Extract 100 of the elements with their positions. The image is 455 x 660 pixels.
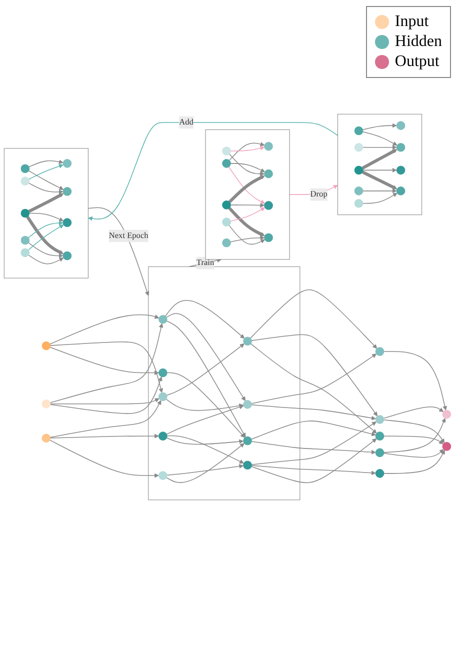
node-circle <box>158 314 168 324</box>
node-circle <box>354 198 364 208</box>
arrow <box>26 216 64 254</box>
arrow <box>28 224 64 250</box>
arrow <box>50 314 160 345</box>
arrow <box>362 131 398 146</box>
arrow <box>28 193 64 213</box>
legend-label: Hidden <box>394 33 442 51</box>
node-circle <box>42 341 51 350</box>
arrow <box>28 164 64 180</box>
arrow <box>251 420 376 440</box>
cluster <box>148 266 300 500</box>
arrow <box>166 398 244 411</box>
arrow <box>166 320 246 438</box>
arrow <box>250 343 377 434</box>
node-circle <box>20 208 30 218</box>
node-circle <box>20 248 30 258</box>
arrow <box>384 420 445 444</box>
node-circle <box>243 400 252 409</box>
node-circle <box>222 218 231 226</box>
node-circle <box>62 159 72 168</box>
node-circle <box>396 142 406 152</box>
arrow <box>251 354 377 404</box>
arrow <box>28 254 64 264</box>
node-circle <box>264 233 273 242</box>
node-circle <box>222 159 231 168</box>
arrow <box>28 182 64 194</box>
arrow <box>50 400 162 438</box>
edge-label: Drop <box>310 190 328 199</box>
arrow <box>251 441 376 454</box>
legend-label: Output <box>394 53 440 71</box>
arrow <box>166 343 244 396</box>
arrow <box>251 465 376 476</box>
node-circle <box>264 201 273 210</box>
node-circle <box>354 126 364 136</box>
legend-label: Input <box>394 13 429 31</box>
cluster <box>205 129 290 260</box>
arrow <box>50 434 159 438</box>
arrow <box>49 440 159 478</box>
arrow <box>28 220 64 238</box>
arrow <box>230 236 265 242</box>
arrow <box>28 242 64 258</box>
arrow <box>28 170 64 190</box>
node-circle <box>158 432 168 440</box>
arrow <box>228 166 266 204</box>
arrow <box>228 175 266 204</box>
arrow <box>165 300 245 339</box>
arrow <box>230 146 265 152</box>
node-circle <box>264 169 273 178</box>
arrow <box>362 188 397 194</box>
arrow <box>228 206 265 236</box>
node-circle <box>442 442 452 451</box>
node-circle <box>20 164 30 174</box>
node-circle <box>375 448 384 458</box>
node-circle <box>243 336 252 346</box>
arrow <box>362 148 398 170</box>
arrow <box>384 351 448 410</box>
edge-label: Add <box>179 118 194 127</box>
node-circle <box>375 432 384 440</box>
arrow <box>362 168 397 172</box>
arrow <box>230 207 266 222</box>
arrow <box>230 202 265 208</box>
node-circle <box>222 146 231 156</box>
arrow <box>166 372 245 438</box>
arrow <box>28 212 64 222</box>
node-circle <box>375 347 384 356</box>
arrow <box>166 464 244 476</box>
arrow <box>88 207 150 296</box>
arrow <box>251 422 376 466</box>
arrow <box>50 346 159 376</box>
arrow <box>362 145 397 150</box>
arrow <box>251 404 376 420</box>
arrow <box>228 142 265 161</box>
node-circle <box>62 218 72 227</box>
node-circle <box>396 121 406 130</box>
arrow <box>251 438 377 484</box>
node-circle <box>243 460 252 470</box>
arrow <box>384 450 445 474</box>
arrow <box>28 160 64 168</box>
arrow <box>384 436 444 444</box>
arrow <box>251 334 378 416</box>
node-circle <box>442 410 452 419</box>
arrow <box>166 404 244 435</box>
node-circle <box>396 166 406 175</box>
arrow <box>166 313 246 402</box>
node-circle <box>354 186 364 196</box>
node-circle <box>62 187 72 196</box>
node-circle <box>354 166 364 175</box>
node-circle <box>354 142 364 152</box>
arrow <box>50 398 160 404</box>
node-circle <box>222 200 231 210</box>
node-circle <box>158 392 168 402</box>
node-circle <box>42 434 51 443</box>
arrow <box>362 192 398 204</box>
arrow <box>384 418 446 453</box>
arrow <box>50 341 163 393</box>
arrow <box>166 443 244 483</box>
arrow <box>362 123 397 130</box>
node-circle <box>243 436 252 446</box>
arrow <box>88 122 338 221</box>
